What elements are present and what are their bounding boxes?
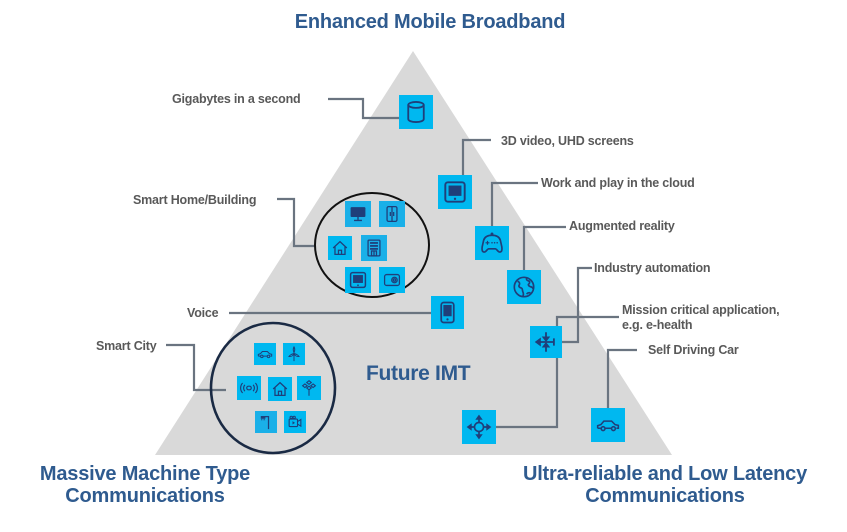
house-icon <box>268 377 292 401</box>
solar-flower-icon <box>297 376 321 400</box>
monitor-icon <box>345 201 371 227</box>
connector-ar <box>522 225 566 270</box>
callout-mission-line2: e.g. e-health <box>622 318 693 332</box>
wireless-signal-icon <box>237 376 261 400</box>
title-urllc-line2: Communications <box>585 485 745 507</box>
title-massive-machine-type: Massive Machine Type Communications <box>10 463 280 507</box>
smart-city-circle <box>209 321 337 455</box>
building-icon <box>361 235 387 261</box>
car-icon <box>254 343 276 365</box>
tablet-icon <box>345 267 371 293</box>
callout-gigabytes: Gigabytes in a second <box>172 92 301 106</box>
callout-industry: Industry automation <box>594 261 711 275</box>
video-camera-icon <box>284 411 306 433</box>
smart-home-circle <box>314 192 430 298</box>
compress-arrows-icon <box>530 326 562 358</box>
connector-mission <box>496 315 619 429</box>
connector-gigabytes <box>328 97 399 120</box>
title-mmtc-line2: Communications <box>65 485 225 507</box>
title-enhanced-mobile-broadband: Enhanced Mobile Broadband <box>294 11 566 33</box>
connector-industry <box>556 266 592 344</box>
street-lamp-icon <box>255 411 277 433</box>
callout-smarthome: Smart Home/Building <box>133 193 257 207</box>
callout-cloud: Work and play in the cloud <box>541 176 695 190</box>
globe-icon <box>507 270 541 304</box>
title-mmtc-line1: Massive Machine Type <box>39 463 251 485</box>
connector-cloud <box>490 181 538 226</box>
title-urllc-line1: Ultra-reliable and Low Latency <box>522 463 808 485</box>
smartphone-icon <box>431 296 464 329</box>
door-icon <box>379 201 405 227</box>
camera-safe-icon <box>379 267 405 293</box>
callout-mission: Mission critical application, e.g. e-hea… <box>622 303 780 333</box>
title-ultra-reliable-low-latency: Ultra-reliable and Low Latency Communica… <box>490 463 840 507</box>
car-icon <box>591 408 625 442</box>
callout-voice: Voice <box>187 306 219 320</box>
house-icon <box>328 236 352 260</box>
wind-turbine-icon <box>283 343 305 365</box>
gamepad-icon <box>475 226 509 260</box>
callout-car: Self Driving Car <box>648 343 739 357</box>
expand-arrows-icon <box>462 410 496 444</box>
callout-mission-line1: Mission critical application, <box>622 303 780 317</box>
connector-uhd <box>461 138 491 175</box>
center-label-future-imt: Future IMT <box>366 362 471 385</box>
callout-smartcity: Smart City <box>96 339 157 353</box>
callout-uhd: 3D video, UHD screens <box>501 134 634 148</box>
connector-car <box>606 348 637 408</box>
connector-smarthome <box>277 197 316 248</box>
callout-ar: Augmented reality <box>569 219 675 233</box>
tablet-screen-icon <box>438 175 472 209</box>
database-icon <box>399 95 433 129</box>
connector-lines <box>166 97 637 429</box>
